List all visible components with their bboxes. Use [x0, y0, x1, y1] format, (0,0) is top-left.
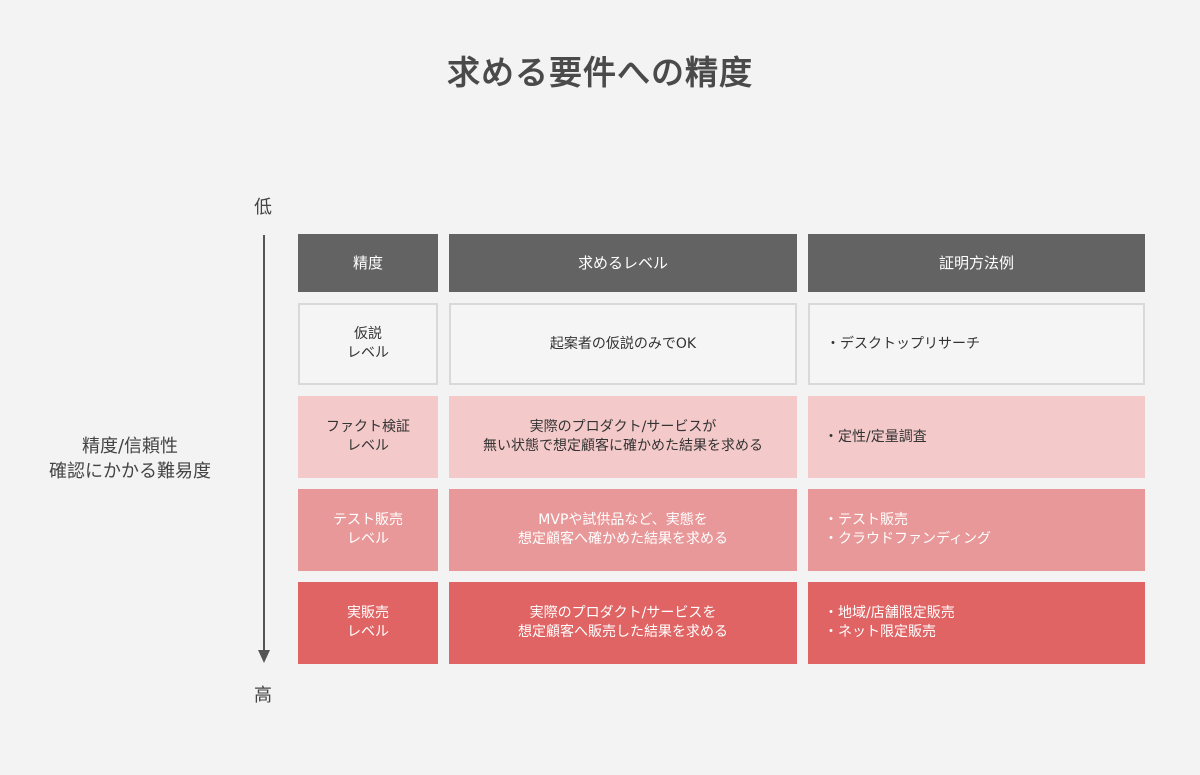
header-proof-method: 証明方法例 — [808, 234, 1145, 292]
axis-high-label: 高 — [254, 685, 272, 706]
method-fact-check: ・定性/定量調査 — [808, 396, 1145, 478]
arrow-down-icon — [258, 650, 270, 663]
level-actual-sale: 実販売 レベル — [298, 582, 438, 664]
method-actual-sale: ・地域/店舗限定販売 ・ネット限定販売 — [808, 582, 1145, 664]
axis-description-line2: 確認にかかる難易度 — [49, 461, 211, 482]
requirement-test-sale: MVPや試供品など、実態を 想定顧客へ確かめた結果を求める — [449, 489, 797, 571]
level-hypothesis: 仮説 レベル — [298, 303, 438, 385]
method-hypothesis: ・デスクトップリサーチ — [808, 303, 1145, 385]
axis-description-line1: 精度/信頼性 — [81, 436, 179, 457]
level-test-sale: テスト販売 レベル — [298, 489, 438, 571]
header-precision: 精度 — [298, 234, 438, 292]
method-test-sale: ・テスト販売 ・クラウドファンディング — [808, 489, 1145, 571]
requirement-hypothesis: 起案者の仮説のみでOK — [449, 303, 797, 385]
page-title: 求める要件への精度 — [447, 53, 753, 92]
header-required-level: 求めるレベル — [449, 234, 797, 292]
requirement-actual-sale: 実際のプロダクト/サービスを 想定顧客へ販売した結果を求める — [449, 582, 797, 664]
axis-low-label: 低 — [254, 197, 272, 218]
requirement-fact-check: 実際のプロダクト/サービスが 無い状態で想定顧客に確かめた結果を求める — [449, 396, 797, 478]
axis-description: 精度/信頼性 確認にかかる難易度 — [30, 434, 230, 484]
axis-line — [263, 235, 265, 653]
level-fact-check: ファクト検証 レベル — [298, 396, 438, 478]
